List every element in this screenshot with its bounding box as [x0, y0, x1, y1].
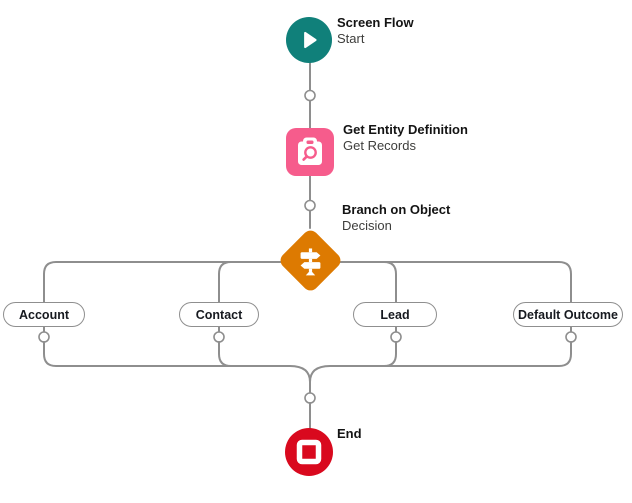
start-node-label: Screen Flow Start	[337, 15, 414, 47]
connector-point-default-outcome[interactable]	[565, 331, 577, 343]
outcome-pill-lead[interactable]: Lead	[353, 302, 437, 327]
end-node-label: End	[337, 426, 362, 442]
get-records-node-label: Get Entity Definition Get Records	[343, 122, 468, 154]
end-node-title: End	[337, 426, 362, 441]
branch-out-default-outcome	[309, 261, 572, 303]
get-records-node-subtitle: Get Records	[343, 138, 416, 153]
decision-node-label: Branch on Object Decision	[342, 202, 450, 234]
branch-out-account	[43, 261, 311, 303]
outcome-pill-lead-label: Lead	[380, 307, 410, 322]
outcome-pill-default-outcome[interactable]: Default Outcome	[513, 302, 623, 327]
decision-icon-wrapper	[294, 244, 328, 278]
outcome-pill-account-label: Account	[19, 307, 69, 322]
start-node-title: Screen Flow	[337, 15, 414, 30]
decision-node-title: Branch on Object	[342, 202, 451, 217]
start-node[interactable]	[286, 17, 332, 63]
outcome-pill-contact[interactable]: Contact	[179, 302, 259, 327]
play-icon	[304, 31, 317, 49]
connector-point-1[interactable]	[304, 89, 316, 102]
connector-point-account[interactable]	[38, 331, 50, 343]
signpost-icon	[300, 247, 321, 275]
connector-point-2[interactable]	[304, 199, 316, 212]
clipboard-search-icon	[298, 137, 322, 165]
branch-in-lead	[383, 341, 397, 367]
branch-out-contact	[218, 261, 311, 303]
outcome-pill-default-outcome-label: Default Outcome	[517, 307, 618, 322]
stop-icon	[296, 439, 322, 465]
decision-node-subtitle: Decision	[342, 218, 392, 233]
connector-point-merge[interactable]	[304, 392, 316, 404]
connector-point-lead[interactable]	[390, 331, 402, 343]
branch-in-default-outcome	[309, 341, 572, 383]
outcome-pill-contact-label: Contact	[195, 307, 243, 322]
start-node-subtitle: Start	[337, 31, 365, 46]
get-records-node[interactable]	[286, 128, 334, 176]
get-records-node-title: Get Entity Definition	[343, 122, 468, 137]
outcome-pill-account[interactable]: Account	[3, 302, 85, 327]
branch-in-account	[43, 341, 311, 383]
branch-in-contact	[218, 341, 232, 367]
end-node[interactable]	[285, 428, 333, 476]
connector-point-contact[interactable]	[213, 331, 225, 343]
decision-node[interactable]	[277, 227, 344, 294]
